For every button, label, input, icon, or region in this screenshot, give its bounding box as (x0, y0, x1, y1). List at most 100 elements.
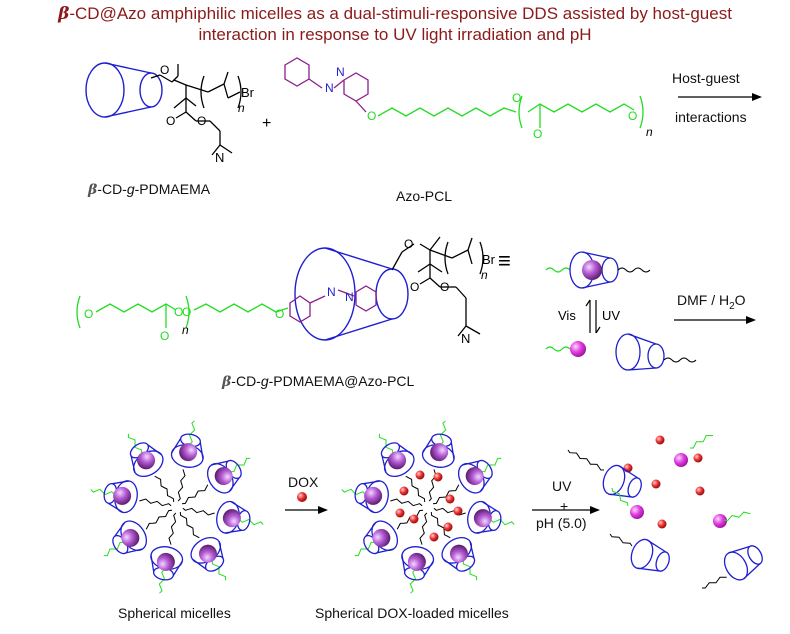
pcl-o-3: O (533, 127, 542, 141)
dox-molecule (399, 486, 409, 496)
complex-atom-o-2: O (410, 280, 419, 294)
azo-guest-sphere (372, 528, 391, 547)
complex-atom-o-1: O (404, 237, 413, 251)
atom-o-3: O (197, 114, 206, 128)
cd-host-unit (401, 546, 435, 581)
atom-n-sub-1: n (238, 101, 245, 115)
cd-host-free (723, 545, 763, 581)
azo-guest-sphere (465, 467, 484, 486)
host-guest-arrowhead (752, 93, 762, 101)
label-host-guest: Host-guest (672, 70, 740, 86)
label-ph: pH (5.0) (536, 515, 587, 531)
complex-pcl-o-4: O (160, 329, 169, 343)
polymer-chain (690, 435, 714, 449)
polymer-chain (432, 484, 460, 505)
pcl-n-sub-1: n (646, 125, 653, 139)
polymer-chain (139, 498, 172, 507)
azo-sphere-free (674, 453, 688, 467)
atom-br-1: Br (241, 85, 255, 100)
polymer-chain (158, 569, 166, 594)
dox-molecule (443, 522, 453, 532)
complex-azo-n-1: N (327, 285, 336, 299)
complex-pcl-o-1: O (84, 307, 93, 321)
dmf-arrowhead (746, 316, 756, 324)
complex-n-sub-1: n (182, 323, 189, 337)
polymer-chain (611, 487, 629, 507)
polymer-chain (181, 484, 209, 505)
azo-guest-sphere (198, 544, 217, 563)
cd-host-unit (441, 536, 476, 572)
azo-n-1: N (325, 81, 334, 95)
dox-molecule (395, 508, 405, 518)
polymer-chain (396, 509, 424, 530)
azo-sphere-free (630, 505, 644, 519)
polymer-chain (90, 488, 115, 496)
dox-arrowhead (318, 506, 328, 514)
dox-molecule (453, 506, 463, 516)
complex-atom-o-3: O (440, 280, 449, 294)
polymer-chain (341, 488, 366, 496)
azo-guest-sphere (179, 443, 198, 462)
dox-molecule (693, 453, 703, 463)
title-line-1: β-CD@Azo amphiphilic micelles as a dual-… (58, 4, 732, 24)
complex-pcl-o-2: O (174, 305, 183, 319)
polymer-chain (481, 457, 502, 473)
polymer-chain (145, 509, 173, 530)
released-components (567, 435, 763, 589)
dox-molecule (433, 472, 443, 482)
complex-n-sub-2: n (481, 268, 488, 282)
equivalence-symbol: ≡ (498, 248, 511, 273)
title-line-2: interaction in response to UV light irra… (198, 25, 592, 44)
micelle-spherical (90, 420, 264, 594)
azo-guest-sphere (430, 443, 449, 462)
dox-molecule (657, 519, 667, 529)
atom-n-1: N (215, 150, 224, 165)
cd-host-unit (363, 520, 399, 555)
cd-host-unit (467, 500, 502, 534)
azo-n-2: N (336, 65, 345, 79)
azo-guest-sphere (137, 451, 156, 470)
cd-host-unit (112, 520, 148, 555)
cd-host-unit (129, 442, 164, 478)
polymer-chain (439, 420, 447, 445)
cd-host-unit (103, 480, 138, 514)
label-beta-cd-pdmaema: β-CD-g-PDMAEMA (88, 181, 211, 198)
cd-host-unit (354, 480, 389, 514)
polymer-chain (211, 560, 227, 581)
atom-o-2: O (166, 114, 175, 128)
azo-guest-sphere (388, 451, 407, 470)
pcl-o-1: O (367, 109, 376, 123)
dox-molecule (415, 470, 425, 480)
label-azo-pcl: Azo-PCL (396, 188, 453, 204)
plus-sign: + (262, 115, 271, 132)
polymer-chain (354, 541, 375, 557)
azo-sphere-free (713, 514, 727, 528)
polymer-chain (567, 449, 605, 471)
cd-host-unit (206, 459, 242, 494)
azo-guest-sphere (113, 486, 132, 505)
pdmaema-structure (150, 64, 242, 156)
cd-host-unit (457, 459, 493, 494)
cd-cone-large (85, 62, 163, 118)
polymer-chain (378, 433, 394, 454)
azo-guest-sphere (222, 509, 241, 528)
polymer-chain (239, 518, 264, 526)
polymer-chain (723, 511, 751, 522)
dox-molecule (445, 494, 455, 504)
cd-host-unit (170, 433, 204, 468)
complex-azo (289, 285, 377, 323)
polymer-chain (702, 576, 727, 589)
polymer-chain (177, 469, 186, 502)
complex-pcl-o-5: O (275, 307, 284, 321)
polymer-chain (188, 420, 196, 445)
polymer-chain (230, 457, 251, 473)
vis-label: Vis (558, 308, 576, 323)
azo-guest-sphere (214, 467, 233, 486)
atom-o-1: O (160, 63, 169, 77)
dox-molecule-icon (297, 492, 307, 502)
simple-complex (545, 251, 651, 289)
cd-host-free (602, 464, 642, 498)
label-complex: β-CD-g-PDMAEMA@Azo-PCL (222, 373, 415, 390)
complex-azo-n-2: N (345, 290, 354, 304)
